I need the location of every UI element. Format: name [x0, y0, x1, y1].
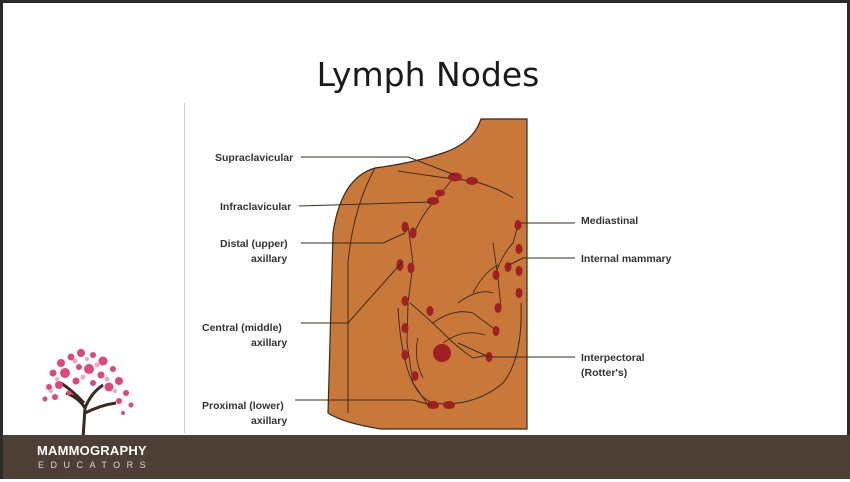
- label-central-axillary-2: axillary: [251, 337, 287, 349]
- node-mediastinal-2: [516, 244, 523, 254]
- brand-name-bottom: EDUCATORS: [38, 460, 152, 470]
- label-infraclavicular: Infraclavicular: [220, 201, 291, 213]
- node-internal-mammary-4: [493, 326, 500, 336]
- node-infraclavicular-2: [435, 190, 445, 197]
- node-mediastinal-4: [516, 288, 523, 298]
- node-internal-mammary-2: [493, 270, 500, 280]
- label-central-axillary-1: Central (middle): [202, 322, 282, 334]
- node-proximal-1: [427, 401, 439, 409]
- node-central-5: [412, 371, 419, 381]
- node-central-3: [402, 323, 409, 333]
- label-proximal-axillary-1: Proximal (lower): [202, 400, 284, 412]
- node-internal-mammary-1: [505, 262, 512, 272]
- node-distal-4: [408, 263, 415, 274]
- node-supraclavicular-2: [466, 177, 478, 185]
- node-infraclavicular-1: [427, 197, 439, 205]
- nipple: [433, 344, 451, 362]
- node-proximal-2: [443, 401, 455, 409]
- label-internal-mammary: Internal mammary: [581, 253, 672, 265]
- node-distal-1: [402, 222, 409, 233]
- tree-logo-icon: [31, 343, 146, 438]
- node-internal-mammary-3: [495, 303, 502, 313]
- label-interpectoral-1: Interpectoral: [581, 352, 645, 364]
- label-supraclavicular: Supraclavicular: [215, 152, 293, 164]
- node-distal-2: [410, 228, 417, 239]
- node-central-2: [427, 306, 434, 316]
- label-mediastinal: Mediastinal: [581, 215, 638, 227]
- node-central-4: [402, 350, 409, 360]
- label-interpectoral-2: (Rotter's): [581, 367, 627, 379]
- node-supraclavicular-1: [448, 173, 462, 182]
- brand-name-top: MAMMOGRAPHY: [37, 443, 147, 458]
- node-mediastinal-1: [515, 220, 522, 230]
- label-distal-axillary-1: Distal (upper): [220, 238, 288, 250]
- node-mediastinal-3: [516, 266, 523, 276]
- label-distal-axillary-2: axillary: [251, 253, 287, 265]
- node-central-1: [402, 296, 409, 306]
- label-proximal-axillary-2: axillary: [251, 415, 287, 427]
